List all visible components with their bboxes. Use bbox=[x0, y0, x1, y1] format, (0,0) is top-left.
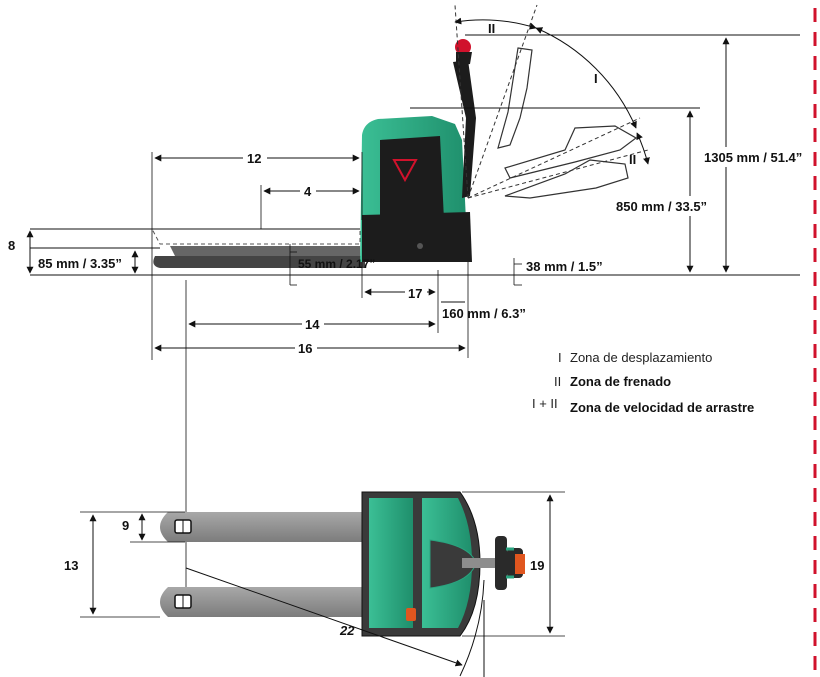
dim-9-label: 9 bbox=[122, 518, 129, 533]
legend-label-braking: Zona de frenado bbox=[570, 374, 671, 389]
dim-17-label: 17 bbox=[408, 286, 422, 301]
top-view: 22 9 13 19 bbox=[64, 491, 565, 677]
top-fork-upper bbox=[160, 512, 368, 542]
dim-13-label: 13 bbox=[64, 558, 78, 573]
legend-label-creep: Zona de velocidad de arrastre bbox=[570, 400, 754, 415]
top-fork-lower bbox=[160, 587, 368, 617]
side-view: II I II 1305 mm / 51.4” 850 mm / 33.5” 8… bbox=[8, 4, 808, 600]
zone-ii-top-label: II bbox=[488, 21, 495, 36]
tiller-knob-red bbox=[455, 39, 471, 55]
emergency-button bbox=[406, 608, 416, 621]
dim-16-label: 16 bbox=[298, 341, 312, 356]
zone-legend: I Zona de desplazamiento II Zona de fren… bbox=[532, 350, 754, 415]
legend-marker-i-ii: I + II bbox=[532, 396, 558, 411]
dim-22-label: 22 bbox=[339, 623, 355, 638]
dim-160-label: 160 mm / 6.3” bbox=[442, 306, 526, 321]
dim-55-label: 55 mm / 2.17” bbox=[298, 257, 375, 271]
dim-85-label: 85 mm / 3.35” bbox=[38, 256, 122, 271]
legend-label-travel: Zona de desplazamiento bbox=[570, 350, 712, 365]
zone-i-label: I bbox=[594, 71, 598, 86]
tiller-arm bbox=[453, 60, 476, 198]
dim-8-label: 8 bbox=[8, 238, 15, 253]
dim-12-label: 12 bbox=[247, 151, 261, 166]
zone-ii-side-label: II bbox=[629, 152, 636, 167]
dim-38-label: 38 mm / 1.5” bbox=[526, 259, 603, 274]
legend-marker-i: I bbox=[558, 350, 562, 365]
side-fork bbox=[153, 256, 365, 268]
dim-4-label: 4 bbox=[304, 184, 312, 199]
legend-marker-ii: II bbox=[554, 374, 561, 389]
dim-1305-label: 1305 mm / 51.4” bbox=[704, 150, 802, 165]
dim-850-label: 850 mm / 33.5” bbox=[616, 199, 707, 214]
dim-19-label: 19 bbox=[530, 558, 544, 573]
dim-14-label: 14 bbox=[305, 317, 320, 332]
